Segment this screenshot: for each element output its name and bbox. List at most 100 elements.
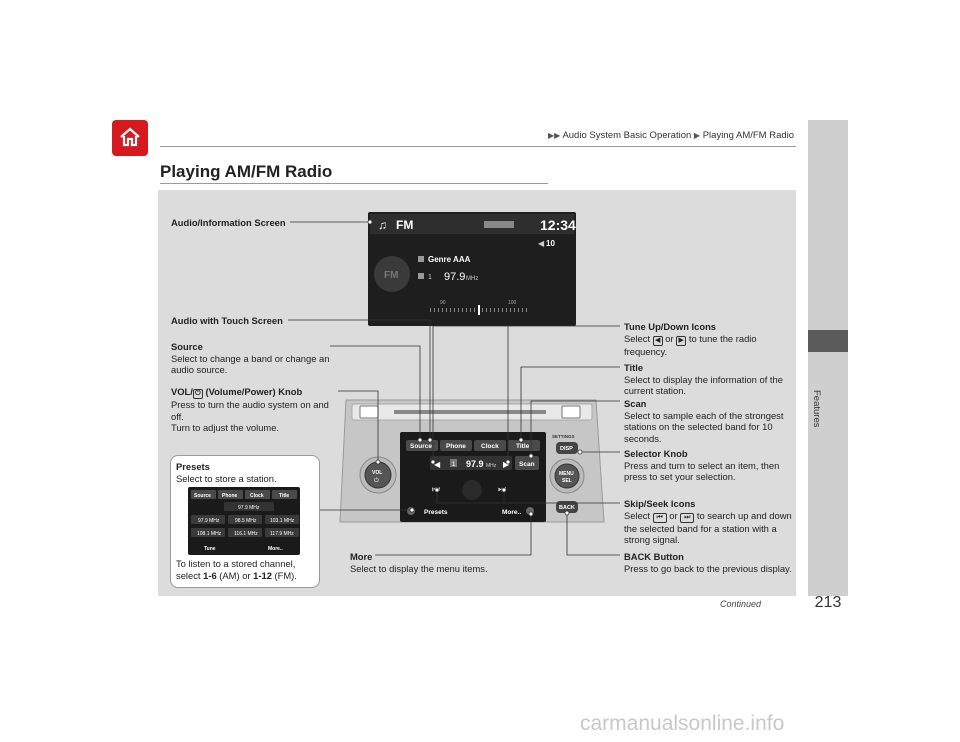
side-tab-marker bbox=[808, 330, 848, 352]
preset-station-button[interactable] bbox=[191, 515, 225, 524]
callout-title-icon: Title Select to display the information … bbox=[624, 362, 794, 397]
callout-desc: Press to go back to the previous display… bbox=[624, 562, 792, 574]
preset-station-label: 103.1 MHz bbox=[270, 518, 295, 524]
power-icon: ⏻ bbox=[374, 477, 379, 484]
upper-unit: MHz bbox=[466, 276, 478, 282]
callout-audio-touch-screen: Audio with Touch Screen bbox=[171, 315, 283, 327]
preset-icon bbox=[450, 459, 457, 467]
tune-down-icon: ◀ bbox=[652, 335, 663, 346]
callout-desc: (AM) or bbox=[216, 569, 254, 581]
tab-title-label: Title bbox=[516, 443, 530, 450]
presets-button[interactable]: Presets bbox=[424, 509, 448, 516]
touch-screen[interactable] bbox=[400, 432, 546, 522]
vol-label: VOL bbox=[372, 470, 382, 476]
tab-clock-label: Clock bbox=[481, 443, 499, 450]
presets-tab-source[interactable]: Source bbox=[194, 493, 211, 499]
callout-desc: Select bbox=[624, 509, 651, 521]
callout-title: Scan bbox=[624, 398, 647, 409]
tab-source[interactable] bbox=[406, 440, 438, 451]
upper-clock: 12:34 bbox=[540, 217, 576, 233]
callout-title: BACK Button bbox=[624, 551, 684, 562]
callout-audio-info-screen: Audio/Information Screen bbox=[171, 217, 286, 229]
touch-frequency: 97.9 bbox=[466, 459, 484, 469]
preset-station-grid: 97.9 MHz 98.5 MHz 103.1 MHz 108.1 MHz 11… bbox=[191, 515, 299, 537]
scan-label: Scan bbox=[519, 461, 535, 468]
breadcrumb-arrow-icon: ▶ bbox=[693, 131, 701, 140]
settings-label: SETTINGS bbox=[552, 434, 575, 439]
callout-desc: Select bbox=[624, 332, 651, 344]
side-tab bbox=[808, 120, 848, 596]
title-divider bbox=[160, 183, 548, 184]
callout-desc: to search up and down the selected band … bbox=[624, 509, 792, 546]
callout-title: Source bbox=[171, 341, 203, 352]
tune-up-icon[interactable]: ▶ bbox=[503, 460, 510, 469]
fm-logo-icon bbox=[374, 256, 410, 292]
music-note-icon: ♫ bbox=[378, 218, 387, 232]
callout-desc: or bbox=[669, 509, 678, 521]
preset-station-button[interactable] bbox=[228, 528, 262, 537]
presets-tab-clock[interactable]: Clock bbox=[250, 493, 264, 499]
tune-up-icon: ▶ bbox=[676, 335, 687, 346]
preset-station-button[interactable] bbox=[265, 528, 299, 537]
eject-button[interactable] bbox=[561, 405, 581, 419]
scale-high: 100 bbox=[508, 300, 517, 306]
status-icons bbox=[484, 221, 514, 228]
callout-title: Skip/Seek Icons bbox=[624, 498, 696, 509]
sel-label: SEL bbox=[562, 478, 572, 484]
breadcrumb-item[interactable]: Playing AM/FM Radio bbox=[702, 130, 795, 141]
callout-desc: Select to change a band or change an aud… bbox=[171, 352, 330, 376]
tab-clock[interactable] bbox=[474, 440, 506, 451]
callout-title: Audio with Touch Screen bbox=[171, 315, 283, 326]
breadcrumb-item[interactable]: Audio System Basic Operation bbox=[562, 130, 692, 141]
touch-preset: 1 bbox=[452, 462, 456, 468]
disp-button[interactable] bbox=[556, 442, 578, 454]
tune-down-icon[interactable]: ◀ bbox=[434, 460, 441, 469]
callout-desc: Turn to adjust the volume. bbox=[171, 422, 280, 433]
callout-desc: To listen to a stored channel, select bbox=[176, 558, 296, 581]
back-button[interactable] bbox=[556, 501, 578, 513]
audio-information-screen: ♫ FM 12:34 ◀ 10 FM Genre AAA 1 97.9 MHz … bbox=[368, 212, 576, 326]
more-button[interactable]: More.. bbox=[502, 509, 521, 516]
callout-presets-note: To listen to a stored channel, select 1-… bbox=[176, 558, 316, 581]
tab-phone-label: Phone bbox=[446, 443, 466, 450]
callout-skip: Skip/Seek Icons Select ⏮ or ⏭ to search … bbox=[624, 498, 794, 546]
page-title: Playing AM/FM Radio bbox=[160, 162, 333, 181]
presets-more-button[interactable]: More.. bbox=[268, 546, 283, 552]
presets-tune-button[interactable]: Tune bbox=[204, 546, 216, 552]
callout-presets: Presets Select to store a station. bbox=[176, 461, 316, 484]
preset-station-button[interactable] bbox=[191, 528, 225, 537]
scale-low: 90 bbox=[440, 300, 446, 306]
callout-title: Audio/Information Screen bbox=[171, 217, 286, 228]
scan-button[interactable] bbox=[515, 456, 539, 470]
skip-forward-icon: ⏭ bbox=[680, 512, 695, 523]
leader-lines bbox=[288, 221, 620, 556]
back-label: BACK bbox=[559, 505, 575, 511]
presets-tabs: Source Phone Clock Title bbox=[191, 490, 297, 499]
callout-desc: to tune the radio frequency. bbox=[624, 332, 757, 357]
continued-label: Continued bbox=[720, 599, 762, 609]
presets-tab-phone[interactable]: Phone bbox=[222, 493, 237, 499]
tab-title[interactable] bbox=[508, 440, 540, 451]
presets-tab-title[interactable]: Title bbox=[279, 493, 289, 499]
preset-station-button[interactable] bbox=[228, 515, 262, 524]
callout-back: BACK Button Press to go back to the prev… bbox=[624, 551, 794, 574]
page-number: 213 bbox=[814, 594, 842, 611]
power-icon: ⏻ bbox=[192, 389, 203, 399]
audio-console: Source Phone Clock Title ◀ 1 97.9 MHz ▶ … bbox=[339, 399, 605, 523]
preset-icon bbox=[418, 273, 424, 279]
watermark: carmanualsonline.info bbox=[580, 712, 785, 735]
callout-desc: Select to store a station. bbox=[176, 472, 277, 484]
upper-frequency: 97.9 bbox=[444, 271, 465, 283]
tab-phone[interactable] bbox=[440, 440, 472, 451]
svg-text:FM: FM bbox=[384, 270, 398, 281]
home-button[interactable] bbox=[112, 120, 148, 156]
callout-selector: Selector Knob Press and turn to select a… bbox=[624, 448, 794, 483]
preset-station-label: 117.9 MHz bbox=[270, 531, 294, 537]
selector-knob[interactable] bbox=[554, 463, 580, 489]
callout-title: VOL/ bbox=[171, 386, 193, 397]
callout-desc: Press to turn the audio system on and of… bbox=[171, 399, 329, 422]
upper-band-label: FM bbox=[396, 218, 413, 232]
upper-volume: 10 bbox=[546, 239, 555, 248]
header-divider bbox=[160, 146, 796, 147]
preset-station-button[interactable] bbox=[265, 515, 299, 524]
